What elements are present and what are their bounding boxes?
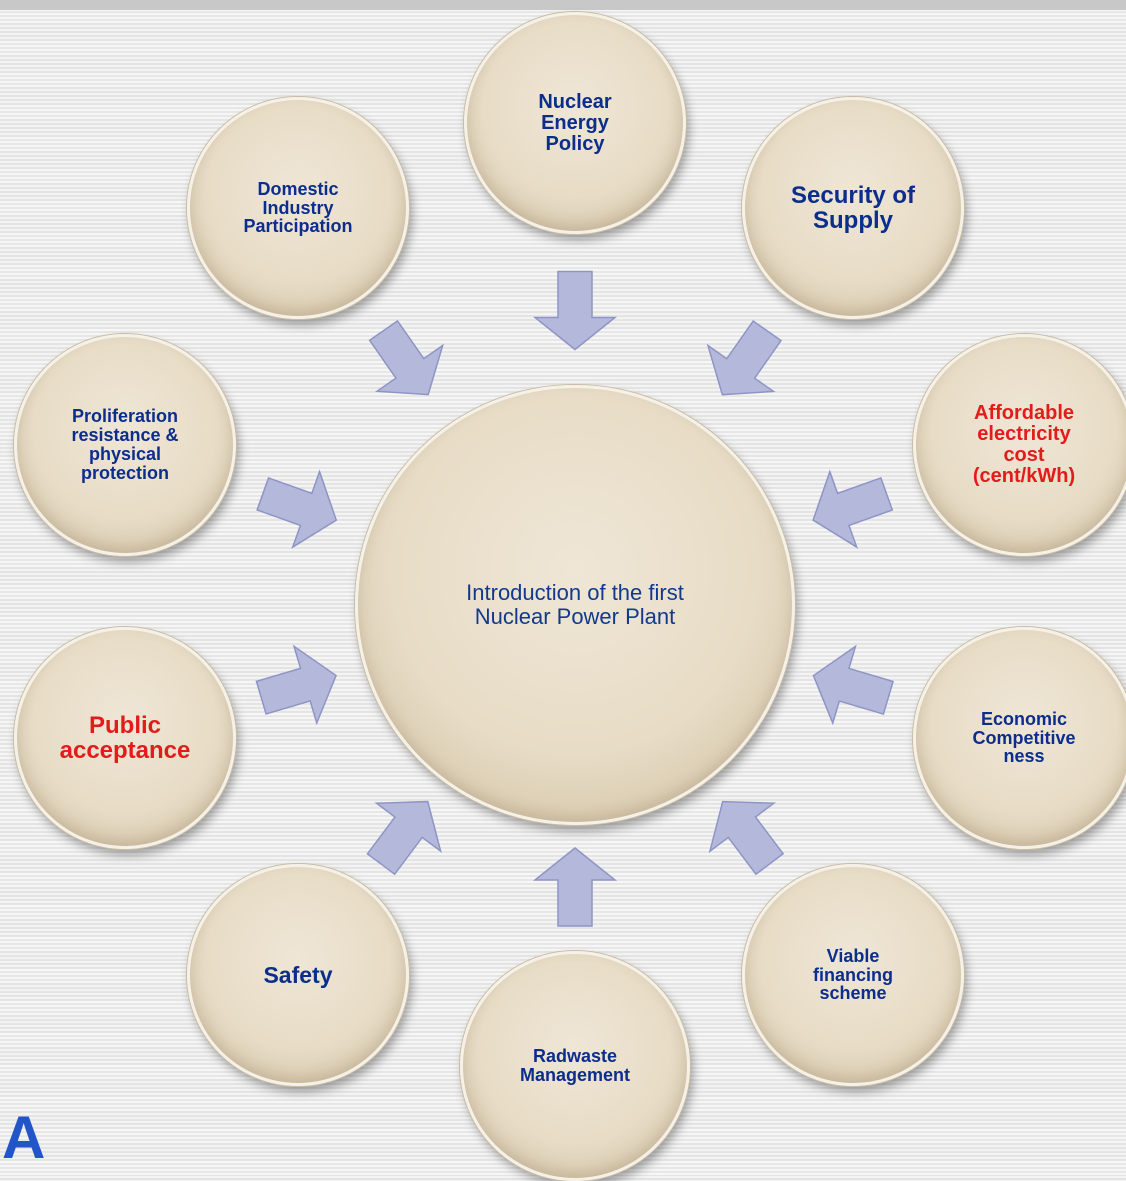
logo-fragment: A (2, 1104, 46, 1171)
arrow-affordable-electricity-cost (812, 469, 894, 549)
center-circle: Introduction of the first Nuclear Power … (355, 385, 795, 825)
factor-economic-competitiveness: Economic Competitive ness (913, 627, 1126, 849)
factor-security-of-supply: Security of Supply (742, 97, 964, 319)
factor-viable-financing-scheme: Viable financing scheme (742, 864, 964, 1086)
factor-label: Radwaste Management (519, 1046, 631, 1085)
arrow-viable-financing-scheme (708, 800, 785, 876)
factor-label: Economic Competitive ness (972, 708, 1076, 767)
center-label: Introduction of the first Nuclear Power … (466, 579, 684, 629)
arrow-nuclear-energy-policy (532, 270, 618, 351)
top-bar (0, 0, 1126, 10)
factor-domestic-industry-participation: Domestic Industry Participation (187, 97, 409, 319)
factor-radwaste-management: Radwaste Management (460, 951, 690, 1181)
factor-affordable-electricity-cost: Affordable electricity cost (cent/kWh) (913, 334, 1126, 556)
factor-label: Nuclear Energy Policy (538, 90, 612, 155)
factor-nuclear-energy-policy: Nuclear Energy Policy (464, 12, 686, 234)
factor-label: Safety (263, 961, 333, 988)
factor-label: Proliferation resistance & physical prot… (71, 406, 179, 483)
arrow-safety (366, 800, 442, 876)
arrow-domestic-industry-participation (368, 319, 445, 396)
arrow-security-of-supply (706, 319, 783, 396)
factor-proliferation-resistance: Proliferation resistance & physical prot… (14, 334, 236, 556)
factor-label: Domestic Industry Participation (243, 178, 353, 237)
factor-safety: Safety (187, 864, 409, 1086)
factor-label: Security of Supply (790, 181, 916, 234)
arrow-proliferation-resistance (256, 469, 338, 549)
factor-label: Public acceptance (59, 711, 191, 764)
factor-public-acceptance: Public acceptance (14, 627, 236, 849)
factor-label: Affordable electricity cost (cent/kWh) (972, 402, 1076, 487)
arrow-economic-competitiveness (812, 644, 894, 726)
arrow-radwaste-management (532, 847, 618, 927)
factor-label: Viable financing scheme (813, 945, 893, 1004)
arrow-public-acceptance (255, 644, 337, 726)
